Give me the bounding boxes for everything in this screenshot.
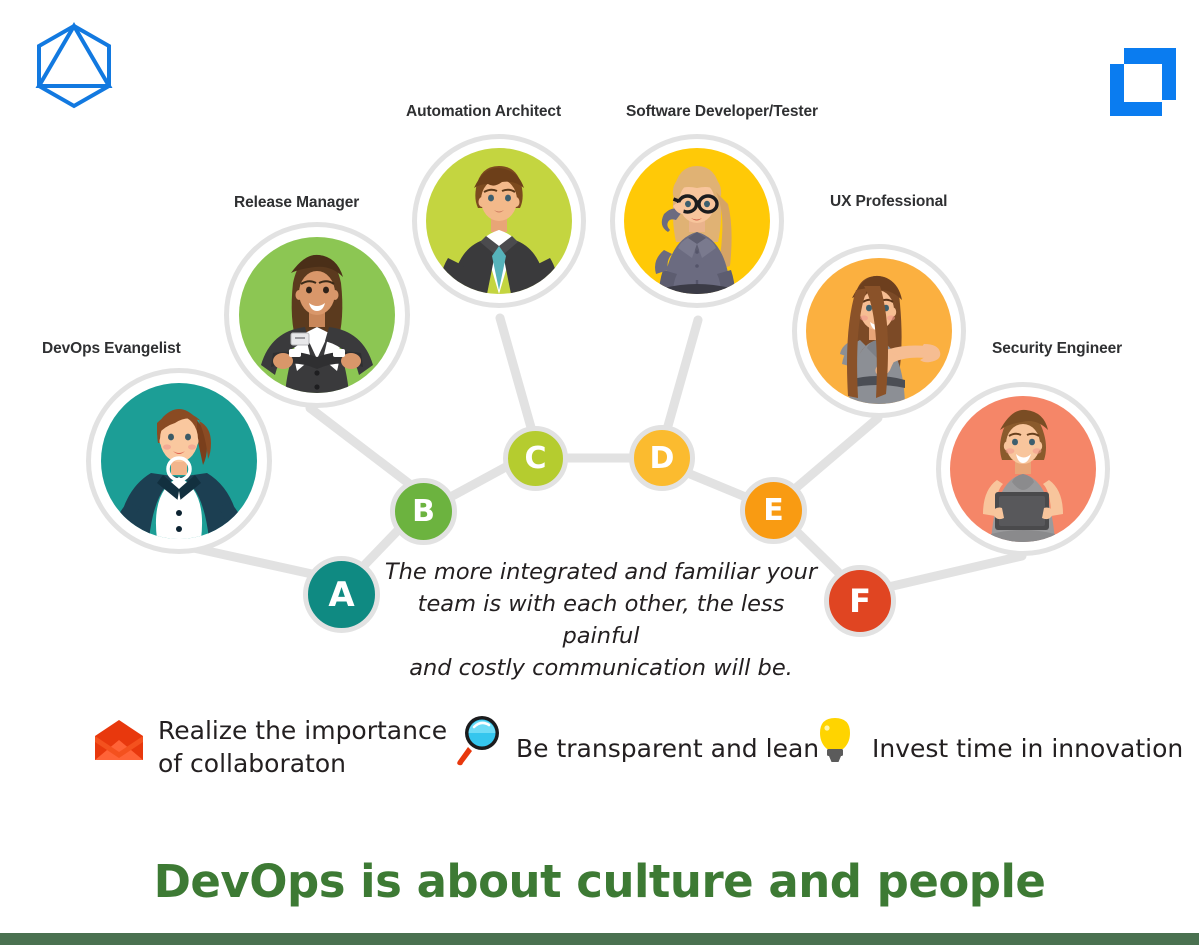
node-c[interactable]: C <box>503 426 568 491</box>
role-label-release-manager: Release Manager <box>234 194 360 211</box>
node-b[interactable]: B <box>390 478 457 545</box>
avatar <box>806 258 952 404</box>
bottom-accent-bar <box>0 933 1199 945</box>
quote-line-3: and costly communication will be. <box>409 655 793 681</box>
magnifier-icon <box>452 714 502 766</box>
lightbulb-icon <box>812 714 858 766</box>
tip-collaboration-line-2: of collaboraton <box>158 749 347 778</box>
tip-innovation-text: Invest time in innovation <box>872 732 1183 765</box>
central-quote: The more integrated and familiar your te… <box>380 556 822 684</box>
tip-collaboration: Realize the importance of collaboraton <box>92 714 447 780</box>
avatar <box>239 237 395 393</box>
role-label-ux-professional: UX Professional <box>830 193 948 210</box>
tip-transparency: Be transparent and lean <box>452 714 819 766</box>
node-f[interactable]: F <box>824 565 896 637</box>
tip-transparency-text: Be transparent and lean <box>516 732 819 765</box>
tip-innovation-line-1: Invest time in innovation <box>872 734 1184 763</box>
page-headline: DevOps is about culture and people <box>153 855 1046 908</box>
tip-collaboration-text: Realize the importance of collaboraton <box>158 714 447 780</box>
square-inner-cutout <box>1124 64 1162 102</box>
role-label-devops-evangelist: DevOps Evangelist <box>42 340 181 357</box>
node-e-letter: E <box>763 493 784 528</box>
role-label-security-engineer: Security Engineer <box>992 340 1123 357</box>
overlapping-squares-logo <box>1102 42 1176 116</box>
node-d[interactable]: D <box>629 425 695 491</box>
avatar <box>426 148 572 294</box>
hexagon-triangle-logo <box>32 22 116 110</box>
node-b-letter: B <box>412 494 435 529</box>
tip-collaboration-line-1: Realize the importance <box>158 716 448 745</box>
node-f-letter: F <box>849 582 871 620</box>
role-label-software-developer-tester: Software Developer/Tester <box>626 103 818 120</box>
node-a-letter: A <box>328 574 355 615</box>
node-a[interactable]: A <box>303 556 380 633</box>
tip-innovation: Invest time in innovation <box>812 714 1183 766</box>
quote-line-1: The more integrated and familiar your <box>384 559 818 585</box>
tip-transparency-line-1: Be transparent and lean <box>516 734 820 763</box>
quote-line-2: team is with each other, the less painfu… <box>417 591 785 649</box>
avatar <box>950 396 1096 542</box>
node-e[interactable]: E <box>740 477 807 544</box>
node-c-letter: C <box>524 441 547 476</box>
avatar <box>101 383 257 539</box>
envelope-icon <box>92 718 146 762</box>
node-d-letter: D <box>649 440 675 476</box>
avatar <box>624 148 770 294</box>
role-label-automation-architect: Automation Architect <box>406 103 562 120</box>
